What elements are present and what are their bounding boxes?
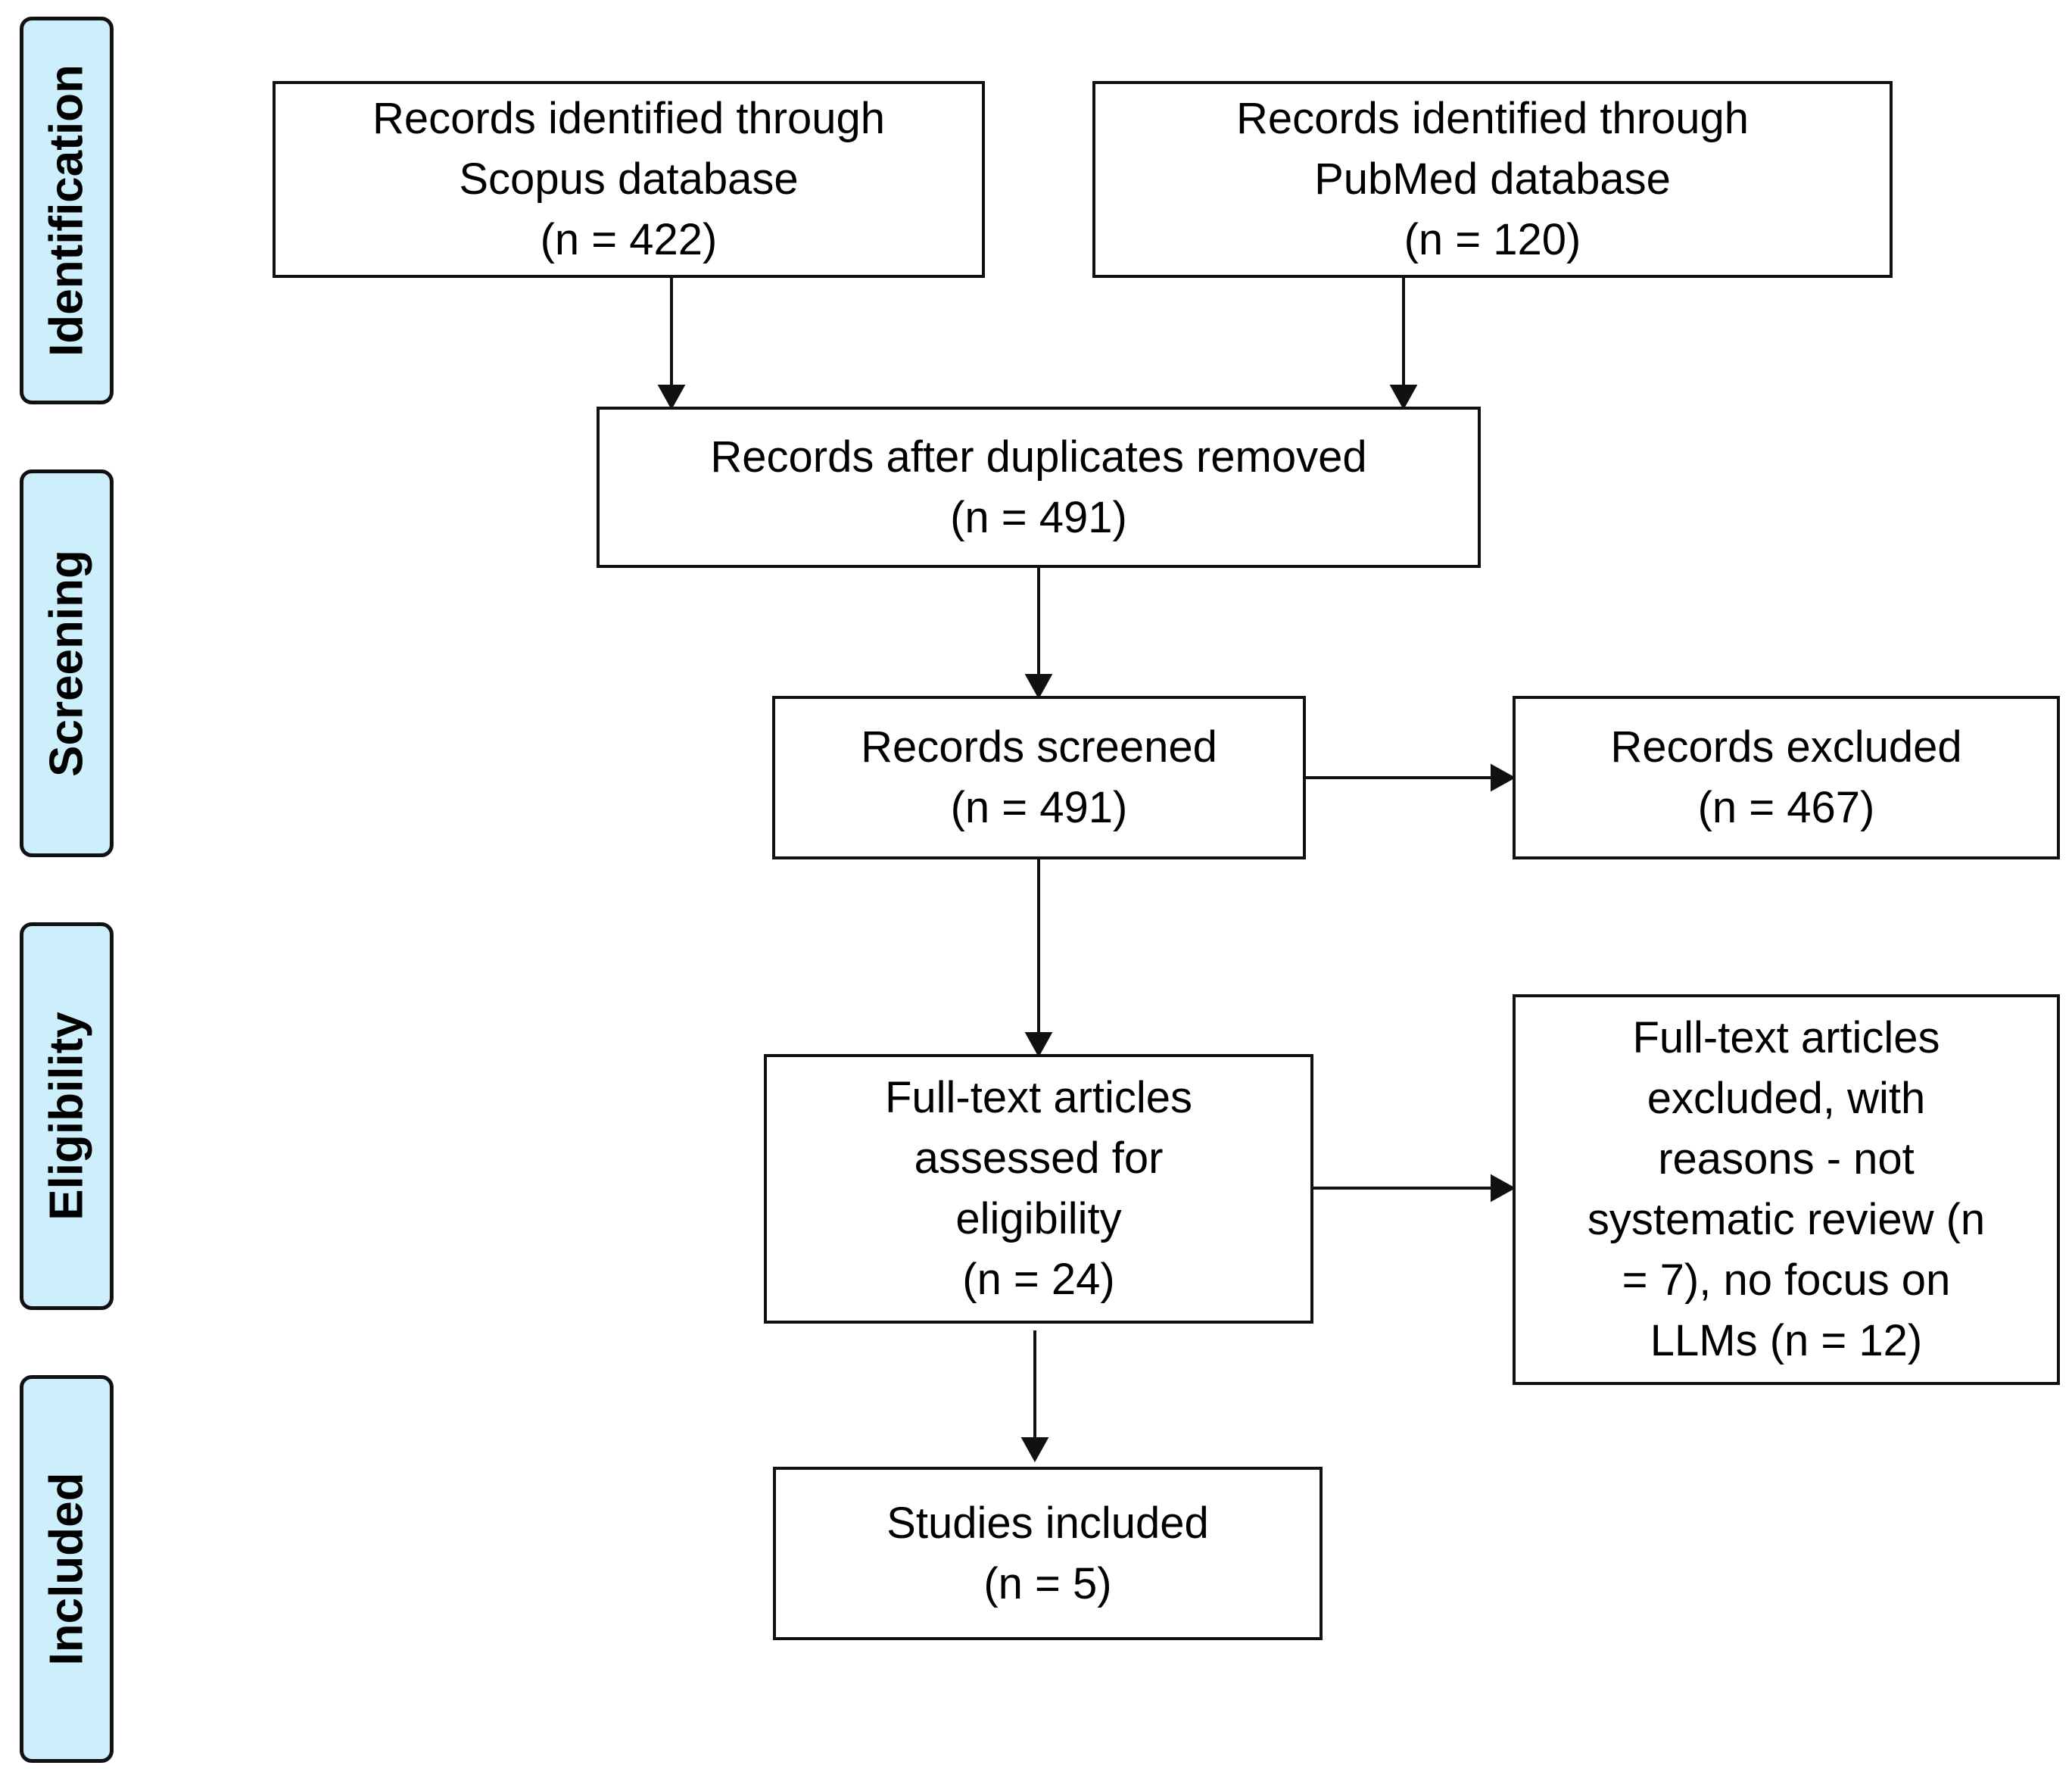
box-pubmed-records-text: Records identified through PubMed databa… xyxy=(1235,94,1750,264)
box-fulltext-excluded: Full-text articles excluded, with reason… xyxy=(1513,994,2060,1385)
box-duplicates-removed: Records after duplicates removed (n = 49… xyxy=(597,407,1481,568)
box-scopus-records-text: Records identified through Scopus databa… xyxy=(372,94,886,264)
box-duplicates-removed-text: Records after duplicates removed (n = 49… xyxy=(710,432,1367,542)
box-studies-included-text: Studies included (n = 5) xyxy=(886,1498,1209,1608)
box-pubmed-records: Records identified through PubMed databa… xyxy=(1092,81,1893,278)
box-records-excluded: Records excluded (n = 467) xyxy=(1513,696,2060,859)
box-records-excluded-text: Records excluded (n = 467) xyxy=(1610,722,1962,832)
box-fulltext-assessed: Full-text articles assessed for eligibil… xyxy=(764,1054,1313,1324)
box-records-screened: Records screened (n = 491) xyxy=(772,696,1306,859)
stage-included: Included xyxy=(20,1375,114,1763)
stage-screening: Screening xyxy=(20,469,114,857)
box-fulltext-excluded-text: Full-text articles excluded, with reason… xyxy=(1587,1013,1986,1365)
box-records-screened-text: Records screened (n = 491) xyxy=(861,722,1217,832)
stage-eligibility: Eligibility xyxy=(20,922,114,1310)
box-scopus-records: Records identified through Scopus databa… xyxy=(273,81,985,278)
box-fulltext-assessed-text: Full-text articles assessed for eligibil… xyxy=(884,1073,1193,1304)
stage-identification: Identification xyxy=(20,17,114,404)
box-studies-included: Studies included (n = 5) xyxy=(773,1467,1323,1640)
